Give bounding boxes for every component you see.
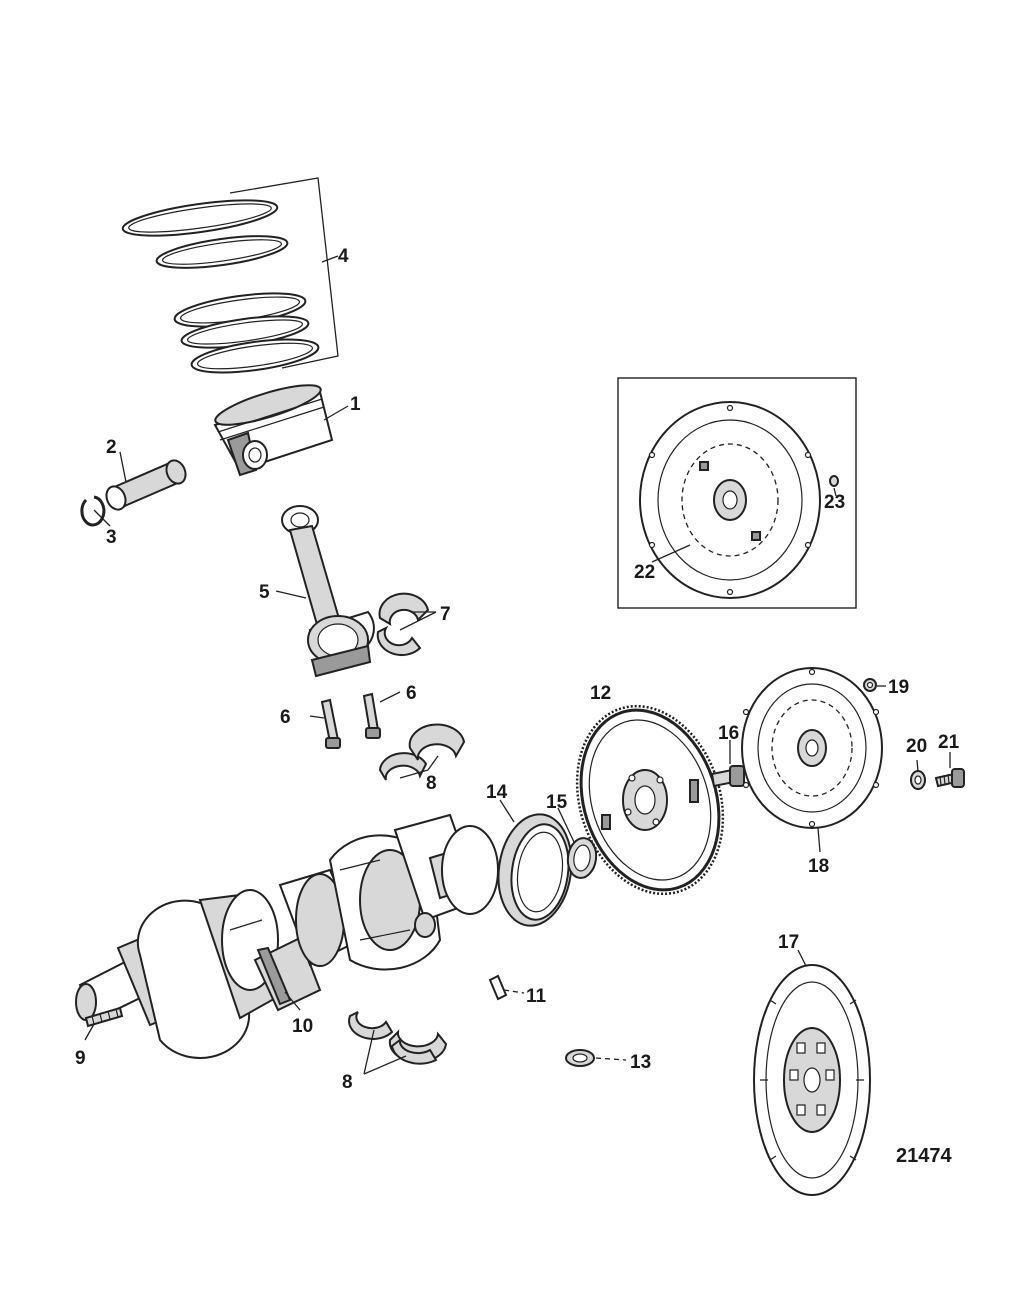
inset-detail (617, 377, 857, 609)
callout-labels: 1 2 3 4 5 6 6 7 8 8 9 10 11 12 13 14 15 … (75, 246, 960, 1167)
callout-23: 23 (824, 492, 845, 513)
callout-12: 12 (590, 683, 611, 704)
callout-1: 1 (350, 394, 361, 415)
callout-10: 10 (292, 1016, 313, 1037)
callout-4: 4 (338, 246, 349, 267)
callout-20: 20 (906, 736, 927, 757)
callout-9: 9 (75, 1048, 86, 1069)
callout-3: 3 (106, 527, 117, 548)
rod-bearing (376, 592, 430, 657)
retaining-clip (80, 495, 106, 527)
flex-plate-nut (863, 678, 877, 692)
callout-13: 13 (630, 1052, 651, 1073)
dowel-pin (488, 974, 508, 1001)
flex-plate (741, 667, 883, 829)
washer (910, 770, 926, 790)
leader-lines (84, 255, 951, 1075)
flex-plate-bolt (934, 768, 965, 788)
piston-rings (121, 177, 339, 374)
rod-bolt-left (320, 698, 341, 749)
flywheel-bolt (710, 765, 745, 788)
callout-6-right: 6 (406, 683, 417, 704)
figure-number: 21474 (896, 1145, 952, 1167)
clutch-disc (753, 964, 871, 1196)
callout-14: 14 (486, 782, 508, 803)
callout-18: 18 (808, 856, 829, 877)
callout-16: 16 (718, 723, 739, 744)
thrust-washer (565, 1049, 595, 1067)
callout-21: 21 (938, 732, 960, 753)
flywheel (575, 704, 725, 896)
callout-15: 15 (546, 792, 568, 813)
callout-22: 22 (634, 562, 655, 583)
callout-5: 5 (259, 582, 270, 603)
piston (213, 384, 334, 477)
callout-8-lower: 8 (342, 1072, 353, 1093)
callout-11: 11 (526, 986, 547, 1007)
callout-8-upper: 8 (426, 773, 437, 794)
callout-17: 17 (778, 932, 799, 953)
main-bearing-upper (378, 723, 466, 781)
callout-2: 2 (106, 437, 117, 458)
connecting-rod (281, 505, 375, 678)
callout-19: 19 (888, 677, 909, 698)
rod-bolt-right (362, 692, 381, 739)
callout-6-left: 6 (280, 707, 291, 728)
pilot-bushing (566, 837, 598, 879)
crankshaft (75, 813, 502, 1060)
piston-pin (105, 459, 187, 511)
main-bearing-lower (348, 1011, 448, 1065)
rear-main-seal (497, 813, 573, 927)
callout-7: 7 (440, 604, 451, 625)
crankshaft-key (84, 1006, 124, 1028)
